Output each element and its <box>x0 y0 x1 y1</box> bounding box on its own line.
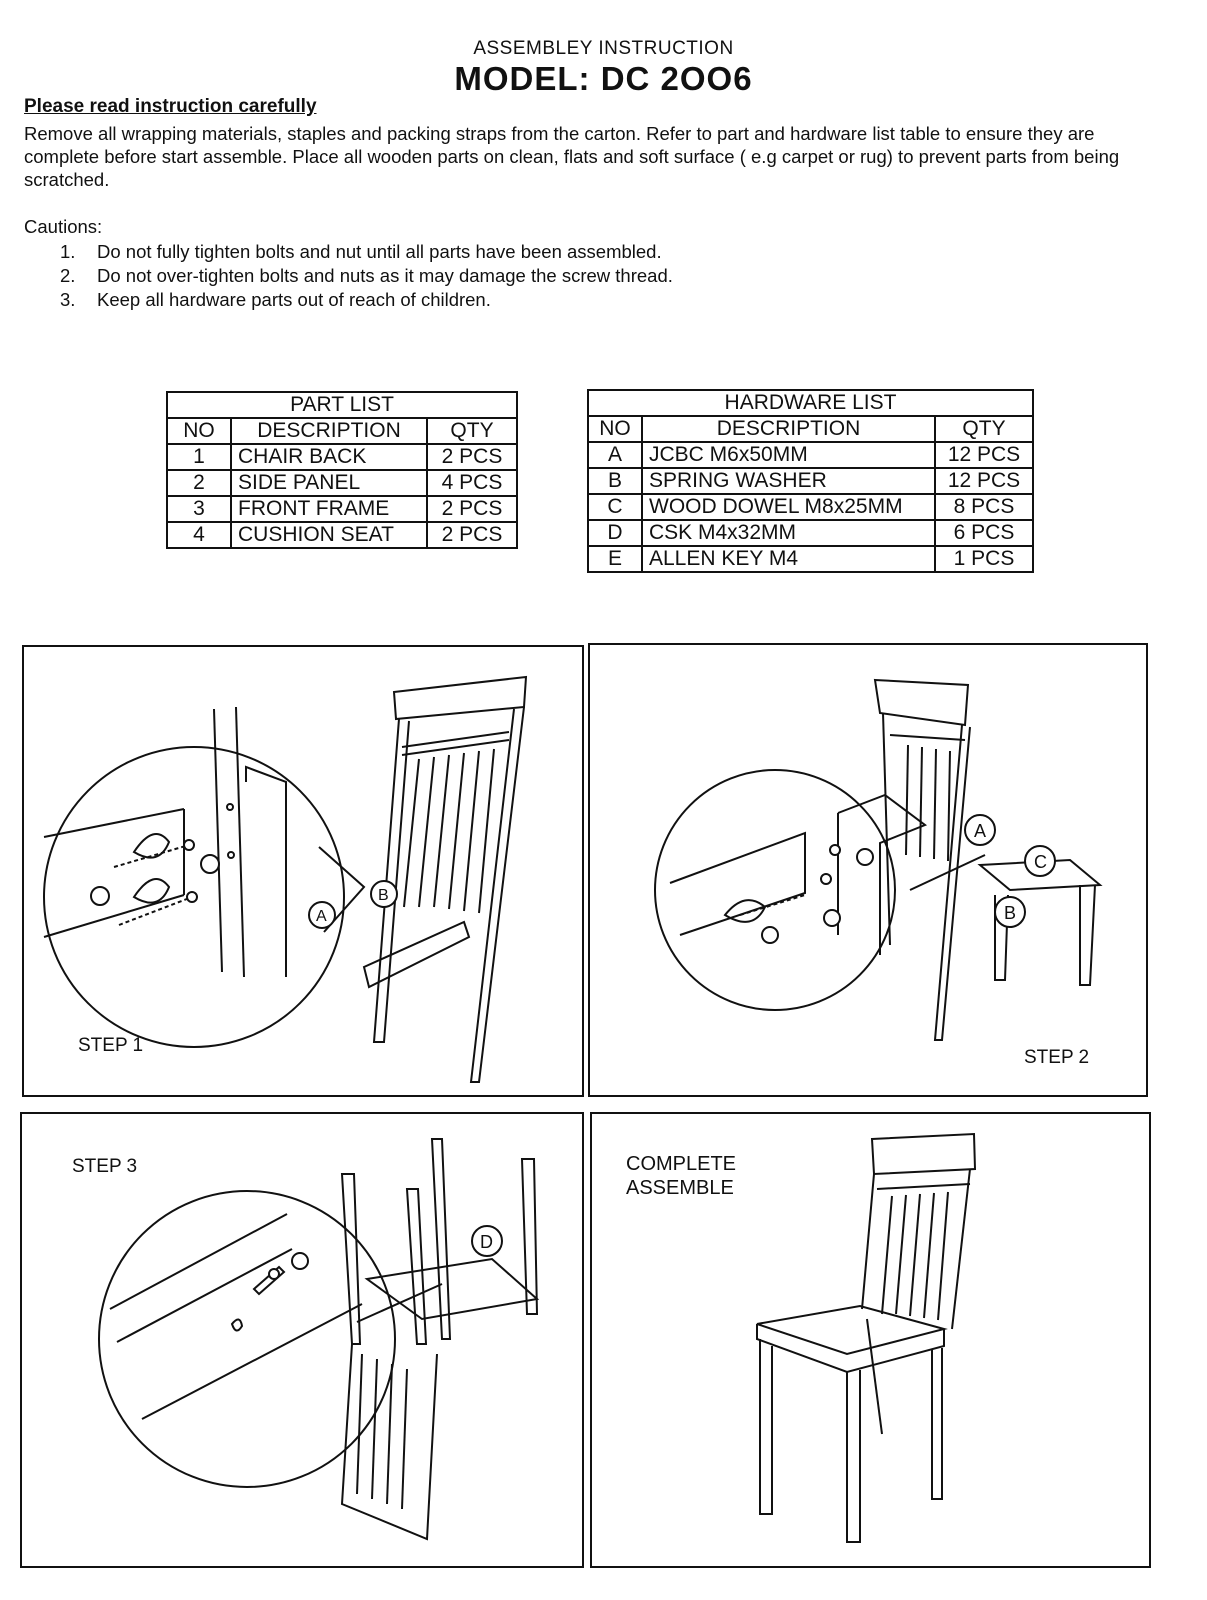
part-list-table: PART LIST NO DESCRIPTION QTY 1 CHAIR BAC… <box>166 391 518 549</box>
step-2-panel: A C B STEP 2 <box>588 643 1148 1097</box>
part-header-description: DESCRIPTION <box>230 417 428 445</box>
step-1-panel: A B STEP 1 <box>22 645 584 1097</box>
part-list-title: PART LIST <box>166 391 518 419</box>
step-1-label: STEP 1 <box>78 1035 144 1056</box>
part-header-qty: QTY <box>426 417 518 445</box>
callout-b: B <box>378 887 389 904</box>
document-title: MODEL: DC 2OO6 <box>454 60 753 97</box>
callout-c: C <box>1034 852 1047 872</box>
table-row: D CSK M4x32MM 6 PCS <box>587 519 1034 547</box>
table-row: C WOOD DOWEL M8x25MM 8 PCS <box>587 493 1034 521</box>
caution-item: 3.Keep all hardware parts out of reach o… <box>60 289 491 310</box>
step-3-illustration: D <box>98 1138 540 1541</box>
step-2-illustration: A C B <box>654 678 1103 1041</box>
hardware-header-no: NO <box>587 415 643 443</box>
instructions-heading: Please read instruction carefully <box>24 96 317 117</box>
document-subtitle: ASSEMBLEY INSTRUCTION <box>473 38 734 59</box>
hardware-list-table: HARDWARE LIST NO DESCRIPTION QTY A JCBC … <box>587 389 1034 573</box>
step-2-label: STEP 2 <box>1024 1047 1090 1068</box>
cautions-label: Cautions: <box>24 216 103 237</box>
intro-paragraph: Remove all wrapping materials, staples a… <box>24 123 1120 190</box>
complete-chair-illustration <box>756 1132 977 1543</box>
caution-item: 2.Do not over-tighten bolts and nuts as … <box>60 265 673 286</box>
callout-b: B <box>1004 903 1016 923</box>
step-3-label: STEP 3 <box>72 1156 138 1177</box>
complete-panel: COMPLETE ASSEMBLE <box>590 1112 1151 1568</box>
callout-a: A <box>316 908 327 925</box>
table-row: A JCBC M6x50MM 12 PCS <box>587 441 1034 469</box>
hardware-list-title: HARDWARE LIST <box>587 389 1034 417</box>
callout-a: A <box>974 821 986 841</box>
step-1-illustration: A B <box>43 675 528 1083</box>
hardware-header-description: DESCRIPTION <box>641 415 936 443</box>
hardware-header-qty: QTY <box>934 415 1034 443</box>
callout-d: D <box>480 1232 493 1252</box>
table-row: 1 CHAIR BACK 2 PCS <box>166 443 518 471</box>
table-row: 3 FRONT FRAME 2 PCS <box>166 495 518 523</box>
part-header-no: NO <box>166 417 232 445</box>
table-row: 2 SIDE PANEL 4 PCS <box>166 469 518 497</box>
complete-label: COMPLETE ASSEMBLE <box>626 1153 737 1199</box>
table-row: E ALLEN KEY M4 1 PCS <box>587 545 1034 573</box>
step-3-panel: D STEP 3 <box>20 1112 584 1568</box>
table-row: 4 CUSHION SEAT 2 PCS <box>166 521 518 549</box>
table-row: B SPRING WASHER 12 PCS <box>587 467 1034 495</box>
caution-item: 1.Do not fully tighten bolts and nut unt… <box>60 241 662 262</box>
cautions-list: 1.Do not fully tighten bolts and nut unt… <box>60 240 673 312</box>
